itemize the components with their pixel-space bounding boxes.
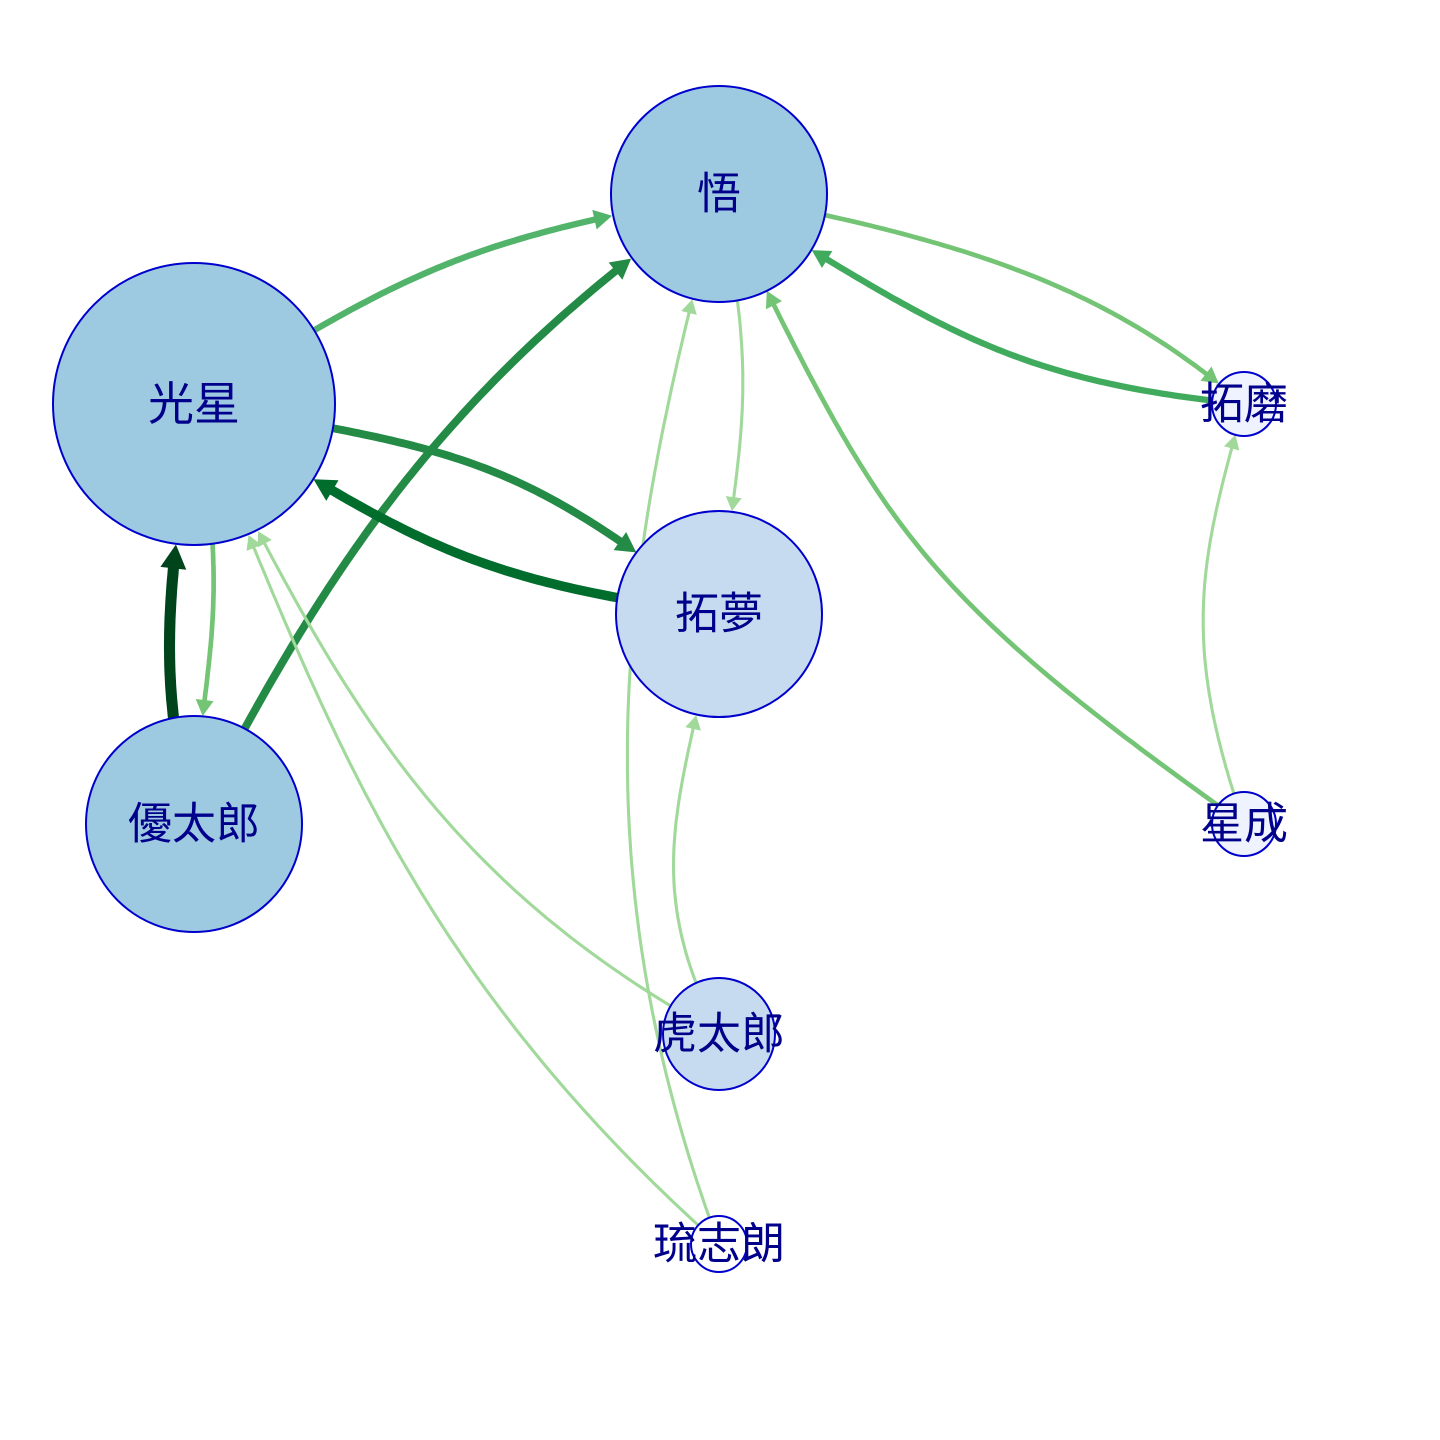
- node-circle: [1211, 791, 1277, 857]
- node-circle: [85, 715, 303, 933]
- arrowhead-yutaro-to-kosei: [160, 544, 187, 570]
- node-takuma: 拓磨: [1200, 371, 1288, 437]
- node-circle: [52, 262, 336, 546]
- edge-rushiro-to-kosei: [252, 546, 721, 1246]
- arrowhead-takuma-to-satoru: [811, 250, 833, 269]
- arrowhead-kosei-to-satoru: [592, 209, 613, 230]
- node-yutaro: 優太郎: [85, 715, 303, 933]
- arrowhead-kosei-to-takumu: [613, 532, 637, 553]
- node-label: 拓磨: [1200, 379, 1288, 430]
- node-label: 星成: [1200, 799, 1288, 850]
- edge-seina-to-takuma: [1201, 446, 1246, 826]
- node-label: 悟: [697, 169, 741, 220]
- node-kotaro: 虎太郎: [653, 977, 785, 1091]
- node-circle: [662, 977, 776, 1091]
- edge-kotaro-to-takumu: [671, 727, 721, 1036]
- node-circle: [1211, 371, 1277, 437]
- node-label: 琉志朗: [653, 1219, 785, 1270]
- arrowhead-satoru-to-takuma: [1200, 366, 1219, 384]
- arrowhead-seina-to-takuma: [1223, 434, 1240, 451]
- node-circle: [610, 85, 828, 303]
- node-rushiro: 琉志朗: [653, 1215, 785, 1273]
- node-circle: [615, 510, 823, 718]
- edge-kotaro-to-kosei: [263, 542, 721, 1036]
- arrowhead-rushiro-to-satoru: [681, 299, 697, 315]
- arrowhead-kotaro-to-takumu: [685, 715, 701, 731]
- edge-satoru-to-takuma: [716, 191, 1209, 377]
- edge-takuma-to-satoru: [824, 256, 1248, 408]
- node-circle: [690, 1215, 748, 1273]
- node-label: 光星: [148, 377, 240, 431]
- edge-seina-to-satoru: [771, 302, 1247, 827]
- node-label: 虎太郎: [653, 1009, 785, 1060]
- arrowhead-seina-to-satoru: [765, 290, 783, 310]
- node-takumu: 拓夢: [615, 510, 823, 718]
- arrowhead-yutaro-to-satoru: [608, 258, 632, 280]
- node-label: 優太郎: [128, 799, 260, 850]
- edge-rushiro-to-satoru: [625, 311, 721, 1246]
- node-seina: 星成: [1200, 791, 1288, 857]
- node-kosei: 光星: [52, 262, 336, 546]
- arrowhead-rushiro-to-kosei: [246, 534, 262, 551]
- node-label: 拓夢: [675, 589, 763, 640]
- arrowhead-takumu-to-kosei: [313, 479, 339, 501]
- arrowhead-kotaro-to-kosei: [257, 531, 272, 548]
- node-satoru: 悟: [610, 85, 828, 303]
- arrowhead-kosei-to-yutaro: [195, 699, 214, 716]
- arrowhead-satoru-to-takumu: [725, 496, 742, 512]
